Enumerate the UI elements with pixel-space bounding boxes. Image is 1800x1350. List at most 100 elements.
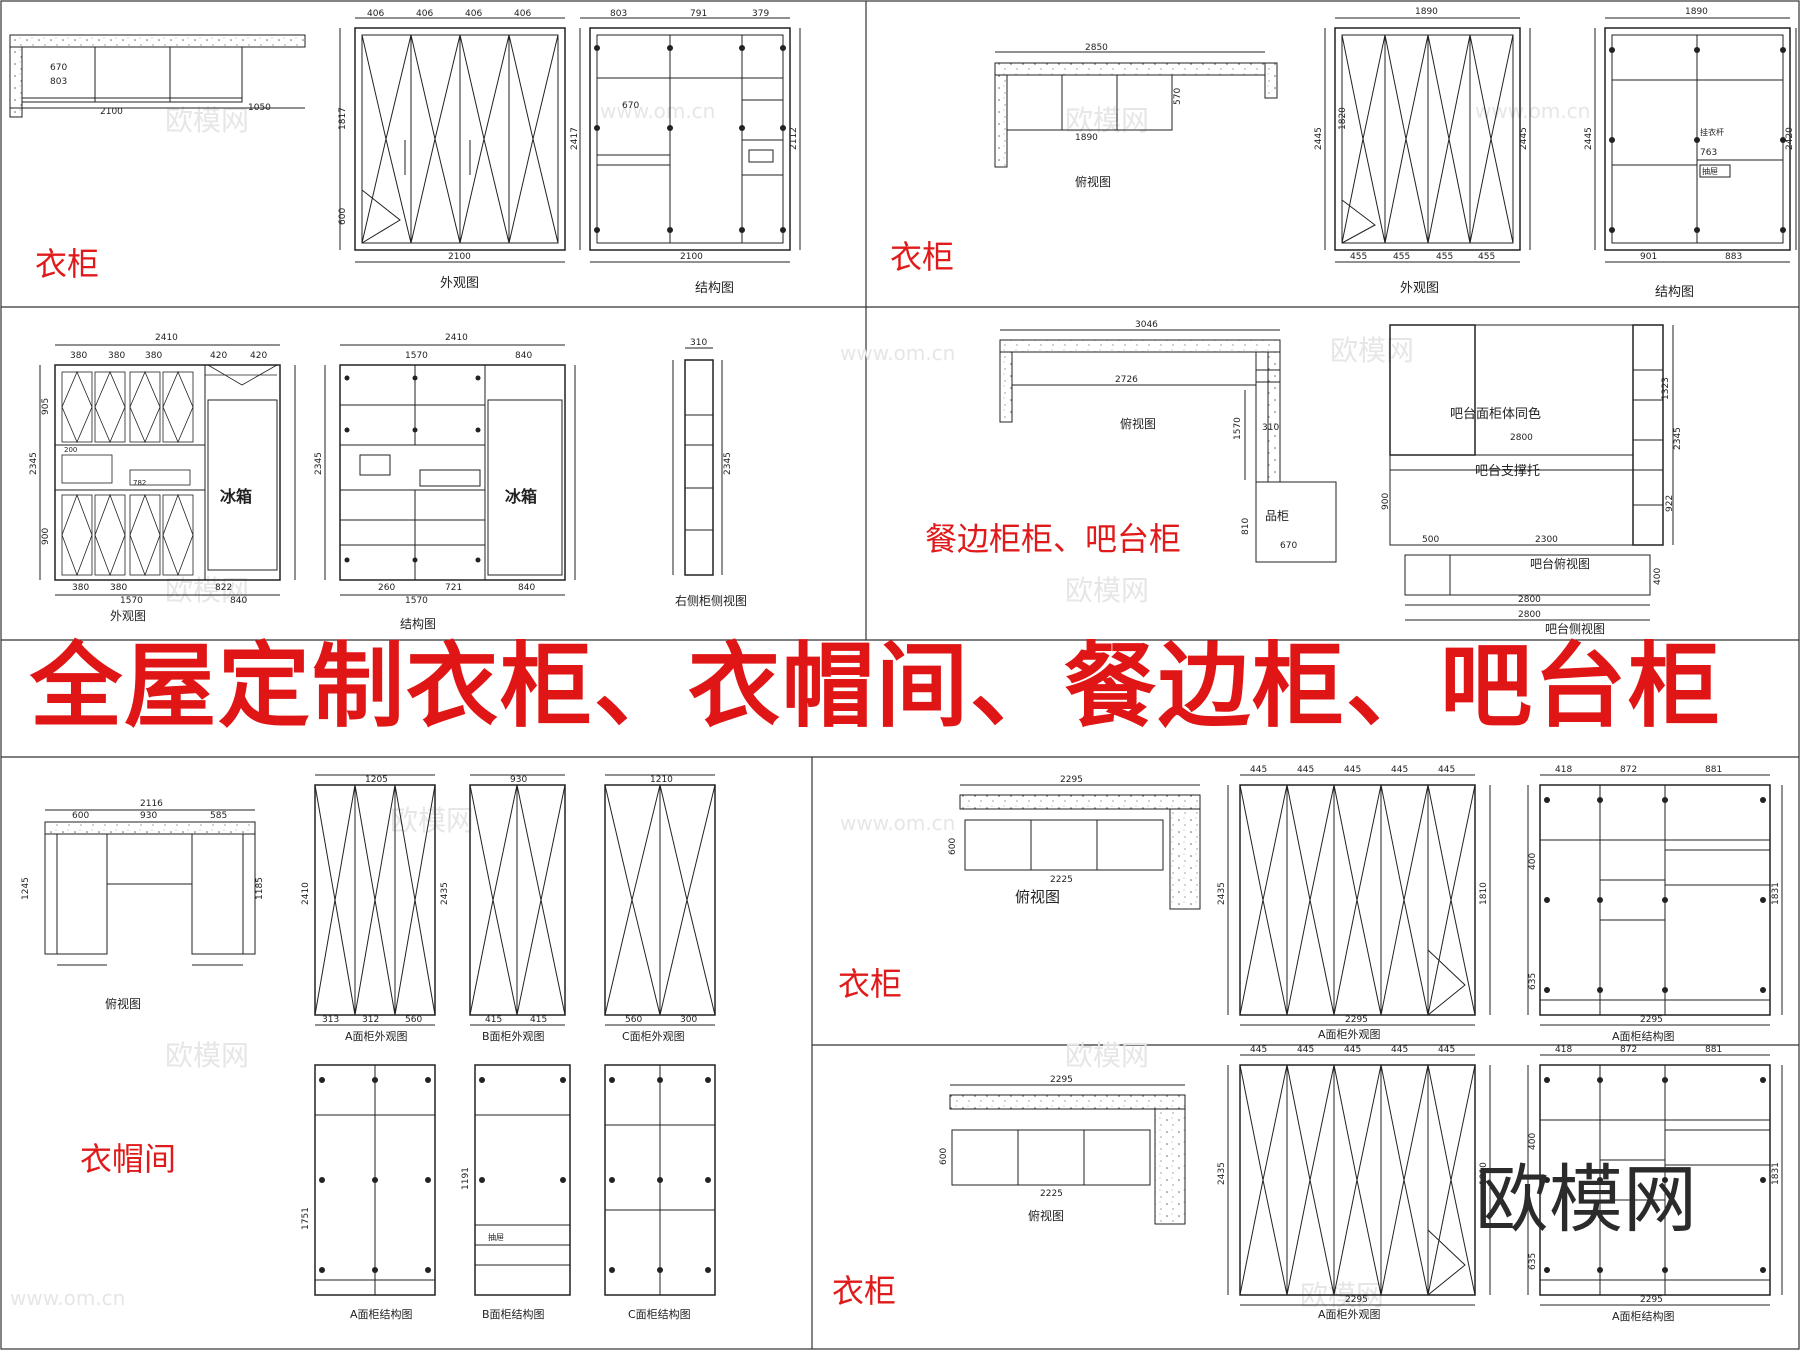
dim-text: 310 bbox=[690, 338, 707, 348]
fridge-label: 冰箱 bbox=[505, 487, 537, 506]
dim-text: 2112 bbox=[789, 127, 799, 150]
section-label: 衣柜 bbox=[35, 245, 99, 283]
dim-text: 900 bbox=[41, 528, 51, 545]
panel-wardrobe-1-labels: 2100 670 803 1050 406 406 406 406 2100 8… bbox=[35, 9, 799, 296]
structure-view-caption: 结构图 bbox=[695, 281, 734, 296]
fridge-label: 冰箱 bbox=[220, 487, 252, 506]
dim-text: 791 bbox=[690, 9, 707, 19]
dim-text: 2295 bbox=[1640, 1295, 1663, 1305]
top-view-caption: 俯视图 bbox=[105, 996, 141, 1011]
top-view-caption: 俯视图 bbox=[1120, 416, 1156, 431]
dim-text: 803 bbox=[50, 77, 67, 87]
watermark-text: 欧模网 bbox=[1065, 104, 1149, 137]
dim-text: 1570 bbox=[405, 351, 428, 361]
watermark-text: 欧模网 bbox=[165, 104, 249, 137]
dim-text: 600 bbox=[948, 838, 958, 855]
dim-text: 1817 bbox=[338, 107, 348, 130]
bar-note-support: 吧台支撑托 bbox=[1475, 464, 1540, 479]
dim-text: 3046 bbox=[1135, 320, 1158, 330]
dim-text: 922 bbox=[1665, 495, 1675, 512]
dim-text: 600 bbox=[338, 208, 348, 225]
dim-text: 2295 bbox=[1345, 1295, 1368, 1305]
dim-text: 2300 bbox=[1535, 535, 1558, 545]
dim-text: 670 bbox=[50, 63, 67, 73]
dim-text: 445 bbox=[1344, 765, 1361, 775]
side-view-caption: 右侧柜侧视图 bbox=[675, 593, 747, 608]
dim-text: 406 bbox=[514, 9, 531, 19]
dim-text: 2225 bbox=[1050, 875, 1073, 885]
watermark-text: 欧模网 bbox=[1065, 574, 1149, 607]
section-label: 衣帽间 bbox=[80, 1140, 176, 1178]
panel-wardrobe-2 bbox=[994, 17, 1797, 263]
dim-text: 1191 bbox=[461, 1167, 471, 1190]
dim-text: 901 bbox=[1640, 252, 1657, 262]
dim-text: 1890 bbox=[1075, 133, 1098, 143]
dim-text: 1890 bbox=[1415, 7, 1438, 17]
dim-text: 445 bbox=[1438, 1045, 1455, 1055]
dim-text: 2345 bbox=[29, 452, 39, 475]
dim-text: 420 bbox=[210, 351, 227, 361]
dim-text: 872 bbox=[1620, 765, 1637, 775]
dim-text: 930 bbox=[140, 811, 157, 821]
section-label: 衣柜 bbox=[832, 1272, 896, 1310]
dim-text: 560 bbox=[405, 1015, 422, 1025]
dim-text: 400 bbox=[1653, 568, 1663, 585]
dim-text: 455 bbox=[1393, 252, 1410, 262]
dim-text: 2225 bbox=[1040, 1189, 1063, 1199]
panel-kitchen-unit bbox=[39, 344, 723, 596]
dim-text: 803 bbox=[610, 9, 627, 19]
dim-text: 445 bbox=[1391, 1045, 1408, 1055]
dim-text: 2100 bbox=[680, 252, 703, 262]
dim-text: 840 bbox=[515, 351, 532, 361]
dim-text: 2345 bbox=[723, 452, 733, 475]
outside-view-caption: 外观图 bbox=[110, 609, 146, 623]
panel-kitchen-unit-labels: 2410 380 380 380 420 420 380 380 822 157… bbox=[29, 333, 747, 631]
outside-view-caption: A面柜外观图 bbox=[1318, 1308, 1381, 1321]
dim-text: 2420 bbox=[1785, 127, 1795, 150]
outside-view-caption: 外观图 bbox=[440, 276, 479, 291]
top-view-caption: 俯视图 bbox=[1015, 888, 1060, 906]
dim-text: 400 bbox=[1528, 1133, 1538, 1150]
dim-text: 445 bbox=[1438, 765, 1455, 775]
dim-text: 670 bbox=[1280, 541, 1297, 551]
drawer-note: 抽屉 bbox=[488, 1232, 504, 1242]
watermark-text: 欧模网 bbox=[1330, 334, 1414, 367]
dim-text: 445 bbox=[1297, 1045, 1314, 1055]
panel-wardrobe-3 bbox=[959, 774, 1783, 1026]
watermark-text: 欧模网 bbox=[390, 804, 474, 837]
watermark-url: www.om.cn bbox=[840, 811, 955, 835]
panel-cloakroom bbox=[44, 774, 716, 1296]
dim-text: 418 bbox=[1555, 765, 1572, 775]
watermark-url: www.om.cn bbox=[840, 341, 955, 365]
sub-cabinet-label: 品柜 bbox=[1265, 509, 1289, 523]
dim-text: 455 bbox=[1436, 252, 1453, 262]
watermark-url: www.om.cn bbox=[10, 1286, 125, 1310]
watermark-text: 欧模网 bbox=[165, 1039, 249, 1072]
bar-top-caption: 吧台俯视图 bbox=[1530, 556, 1590, 571]
dim-text: 2800 bbox=[1518, 595, 1541, 605]
dim-text: 1820 bbox=[1338, 107, 1348, 130]
dim-text: 2295 bbox=[1060, 775, 1083, 785]
dim-text: 721 bbox=[445, 583, 462, 593]
dim-text: 380 bbox=[108, 351, 125, 361]
dim-text: 810 bbox=[1241, 518, 1251, 535]
dim-text: 2800 bbox=[1518, 610, 1541, 620]
dim-text: 260 bbox=[378, 583, 395, 593]
panel-bar-cabinet-labels: 3046 2726 1570 310 品柜 670 810 俯视图 吧台面柜体同… bbox=[925, 320, 1683, 636]
c-outside-caption: C面柜外观图 bbox=[622, 1030, 685, 1043]
dim-text: 670 bbox=[622, 101, 639, 111]
section-label: 衣柜 bbox=[838, 965, 902, 1003]
dim-text: 2445 bbox=[1314, 127, 1324, 150]
dim-text: 881 bbox=[1705, 765, 1722, 775]
dim-text: 1323 bbox=[1661, 377, 1671, 400]
dim-text: 600 bbox=[72, 811, 89, 821]
dim-text: 2435 bbox=[440, 882, 450, 905]
dim-text: 1245 bbox=[21, 877, 31, 900]
dim-text: 2100 bbox=[100, 107, 123, 117]
dim-text: 2435 bbox=[1217, 882, 1227, 905]
panel-wardrobe-2-labels: 2850 1890 570 俯视图 1890 455 455 455 455 2… bbox=[890, 7, 1795, 300]
dim-text: 881 bbox=[1705, 1045, 1722, 1055]
